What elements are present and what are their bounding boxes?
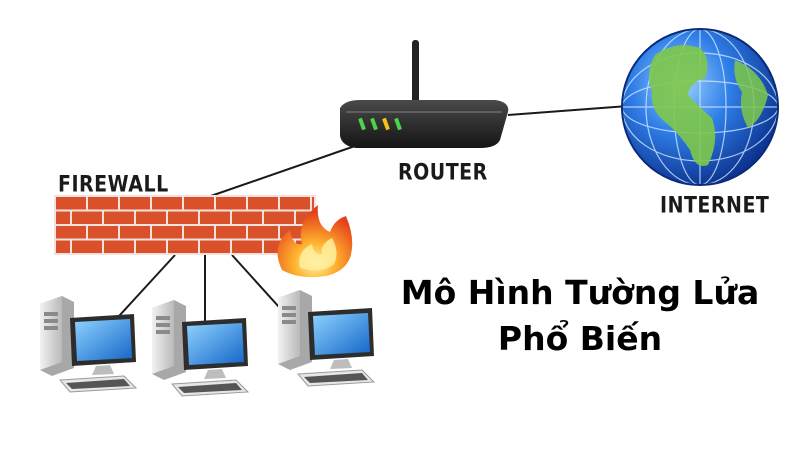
brick (54, 238, 72, 255)
brick (214, 224, 248, 241)
brick (150, 195, 184, 212)
brick (70, 238, 104, 255)
title-line-1: Mô Hình Tường Lửa (400, 273, 760, 312)
brick (70, 209, 104, 226)
cables (107, 105, 629, 329)
globe-icon (621, 28, 779, 186)
brick (150, 224, 184, 241)
brick (182, 195, 216, 212)
brick (198, 209, 232, 226)
brick (102, 238, 136, 255)
brick (230, 209, 264, 226)
brick (214, 195, 248, 212)
brick (86, 224, 120, 241)
cable-firewall-router (204, 137, 379, 199)
computer-icon (152, 300, 250, 397)
brick (102, 209, 136, 226)
computer-icon (278, 290, 376, 387)
brick (118, 195, 152, 212)
brick (182, 224, 216, 241)
brick (262, 209, 296, 226)
diagram-title: Mô Hình Tường Lửa Phổ Biến (370, 270, 790, 362)
firewall-label: FIREWALL (58, 172, 169, 198)
brick (54, 195, 88, 212)
brick (166, 238, 200, 255)
brick (246, 195, 280, 212)
brick (134, 238, 168, 255)
brick (278, 195, 312, 212)
brick (86, 195, 120, 212)
brick (246, 224, 280, 241)
brick (118, 224, 152, 241)
brick (134, 209, 168, 226)
brick (54, 224, 88, 241)
router-label: ROUTER (398, 160, 488, 186)
brick (198, 238, 232, 255)
brick (166, 209, 200, 226)
title-line-2: Phổ Biến (497, 319, 663, 358)
brick (230, 238, 264, 255)
internet-label: INTERNET (660, 193, 770, 219)
computer-icon (40, 296, 138, 393)
cable-router-internet (507, 105, 629, 116)
router-icon (340, 40, 509, 148)
firewall-icon (54, 195, 316, 255)
flame-icon (277, 205, 353, 278)
brick (54, 209, 72, 226)
